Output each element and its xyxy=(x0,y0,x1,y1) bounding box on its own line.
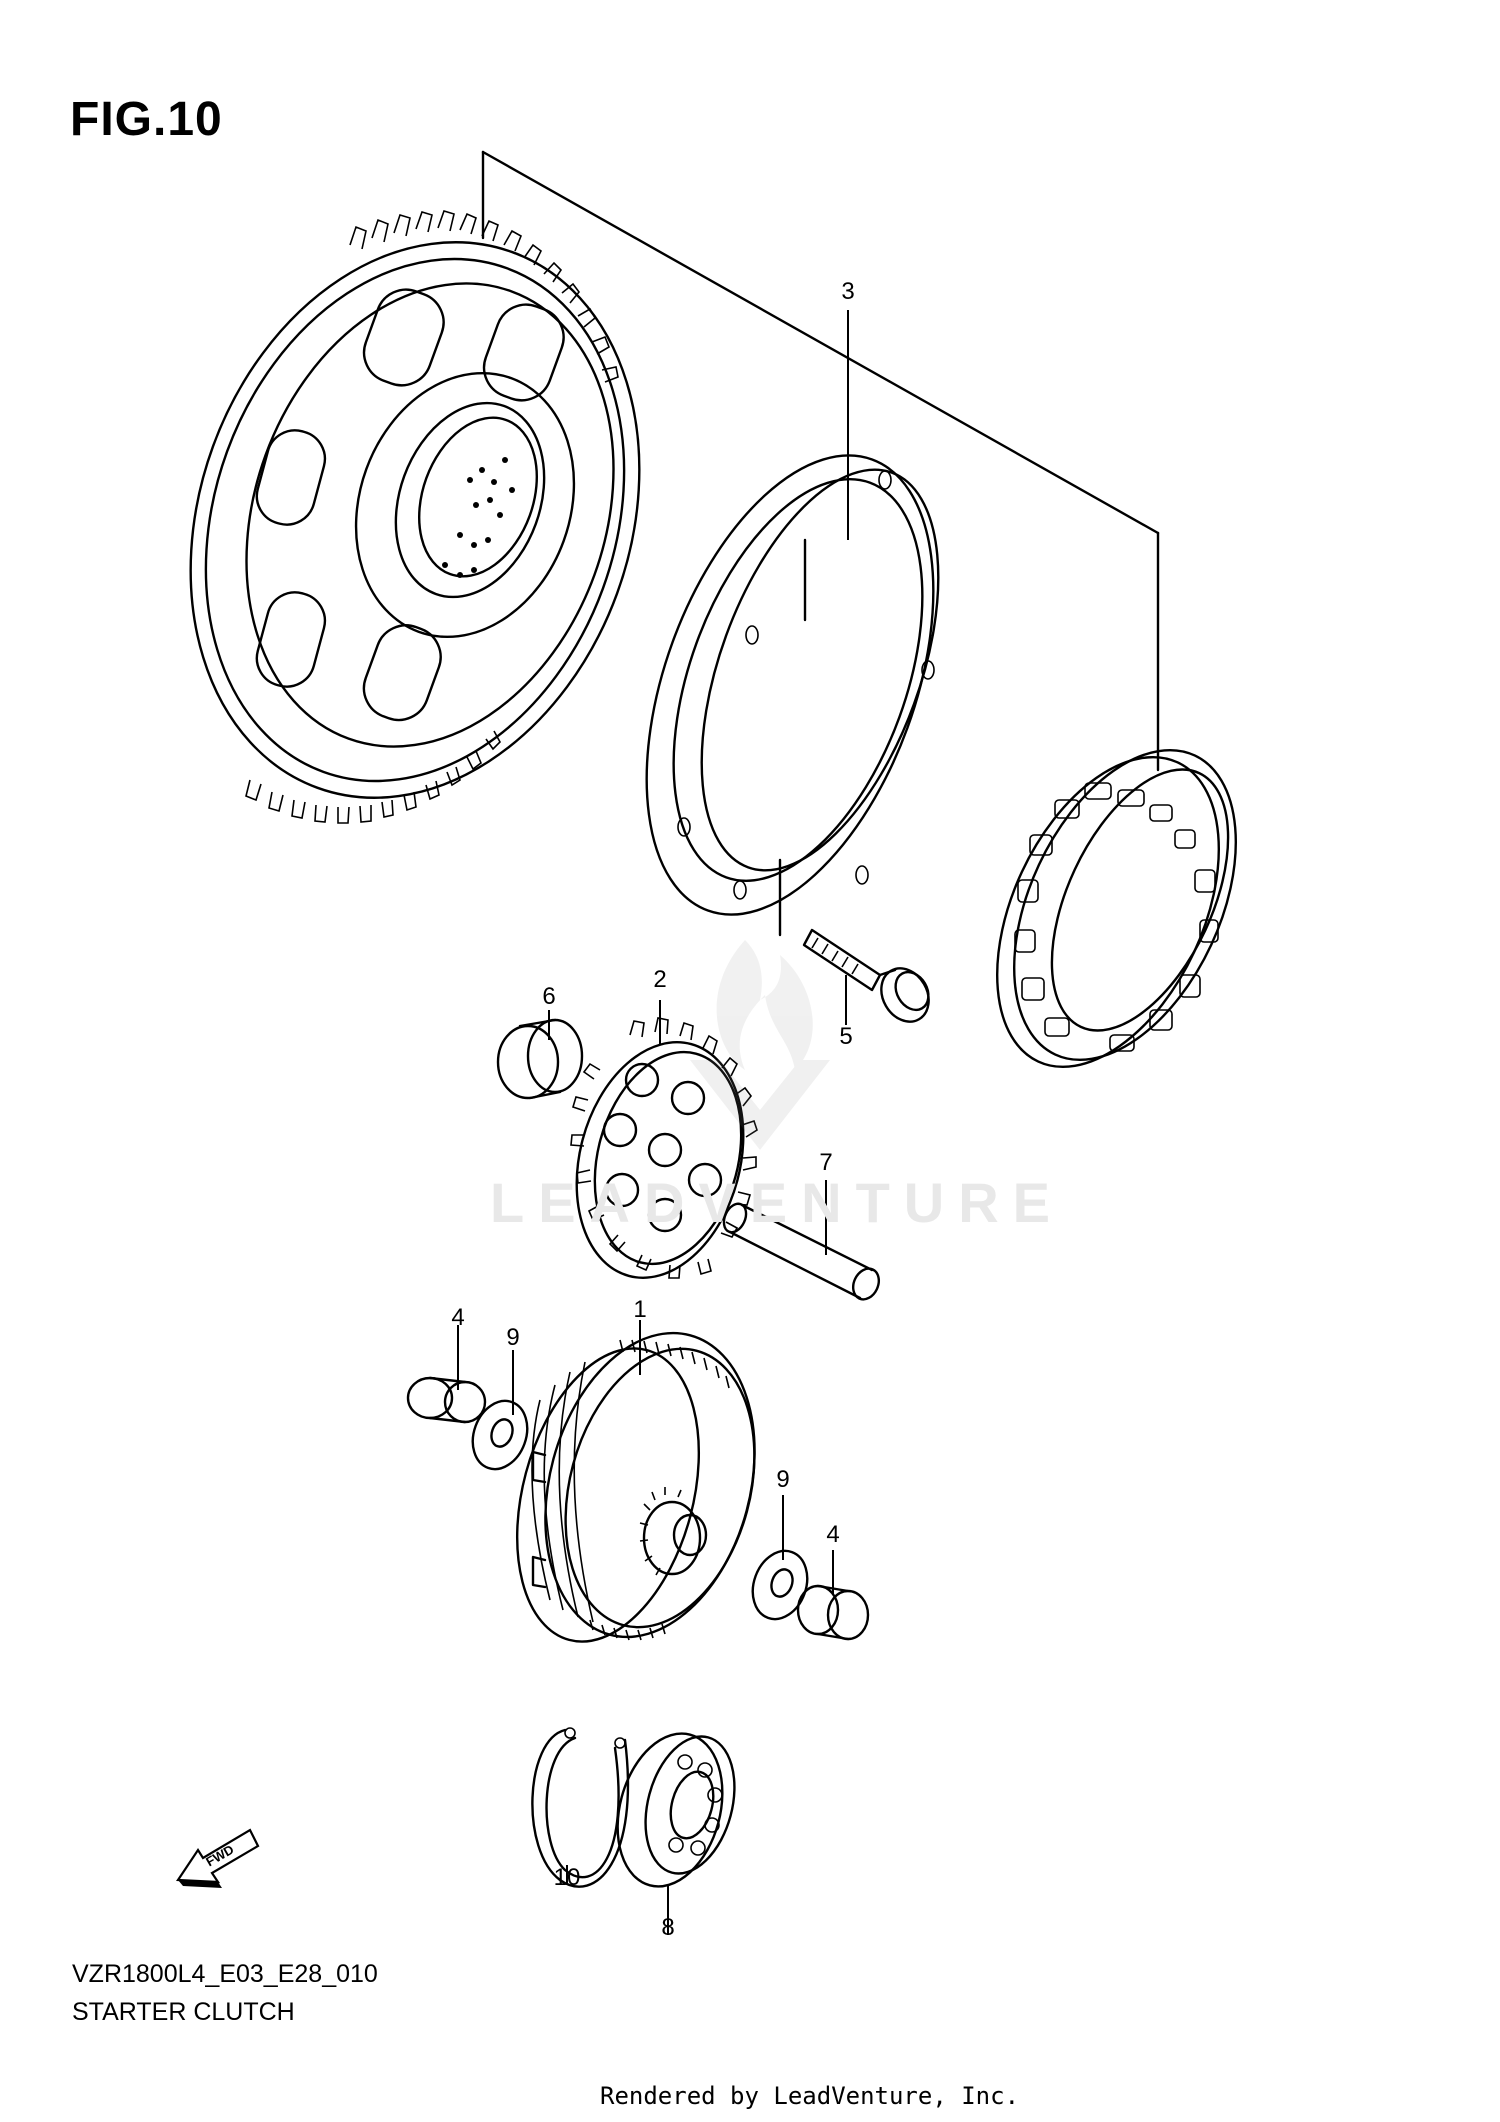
callout-9-right: 9 xyxy=(776,1466,790,1493)
idle-gear-shaft xyxy=(722,1202,881,1301)
fwd-arrow-icon xyxy=(176,1828,260,1888)
washer-left xyxy=(471,1399,529,1471)
model-code: VZR1800L4_E03_E28_010 xyxy=(72,1960,378,1988)
guide-ring-holes xyxy=(677,470,935,900)
washer-right xyxy=(751,1549,809,1621)
callout-3: 3 xyxy=(841,278,855,305)
watermark-text: LEADVENTURE xyxy=(490,1171,1065,1234)
bearing xyxy=(616,1732,736,1888)
callout-4-right: 4 xyxy=(826,1521,840,1548)
clutch-guide-ring xyxy=(645,454,940,937)
callout-6: 6 xyxy=(542,983,556,1010)
idle-gear-bushing xyxy=(496,1018,584,1100)
gear-teeth xyxy=(245,210,619,824)
callout-4-left: 4 xyxy=(451,1304,465,1331)
callout-10: 10 xyxy=(553,1864,581,1891)
callout-9-left: 9 xyxy=(506,1324,520,1351)
callout-1: 1 xyxy=(633,1296,647,1323)
leader-lines xyxy=(457,310,849,1935)
idle-gear-holes xyxy=(602,1062,723,1233)
hub-dots xyxy=(442,457,515,578)
callout-7: 7 xyxy=(819,1149,833,1176)
clutch-rollers xyxy=(1014,782,1219,1052)
footer-credit: Rendered by LeadVenture, Inc. xyxy=(600,2082,1020,2110)
callout-8: 8 xyxy=(661,1914,675,1941)
callout-2: 2 xyxy=(653,966,667,993)
bushing-left xyxy=(406,1376,487,1424)
starter-clutch-housing xyxy=(515,1331,756,1643)
section-title: STARTER CLUTCH xyxy=(72,1998,295,2026)
housing-center-gear xyxy=(639,1487,708,1576)
gear-lightening-holes xyxy=(255,288,565,722)
bushing-right xyxy=(796,1584,870,1641)
figure-title: FIG.10 xyxy=(70,93,223,146)
starter-driven-gear xyxy=(189,210,641,824)
starter-idle-gear xyxy=(570,1017,758,1279)
circlip xyxy=(531,1727,630,1888)
guide-ring-bolt xyxy=(802,928,930,1023)
assembly-bracket-lines xyxy=(481,150,1160,772)
one-way-clutch xyxy=(996,748,1237,1069)
watermark-logo-icon xyxy=(690,940,830,1150)
callout-5: 5 xyxy=(839,1023,853,1050)
